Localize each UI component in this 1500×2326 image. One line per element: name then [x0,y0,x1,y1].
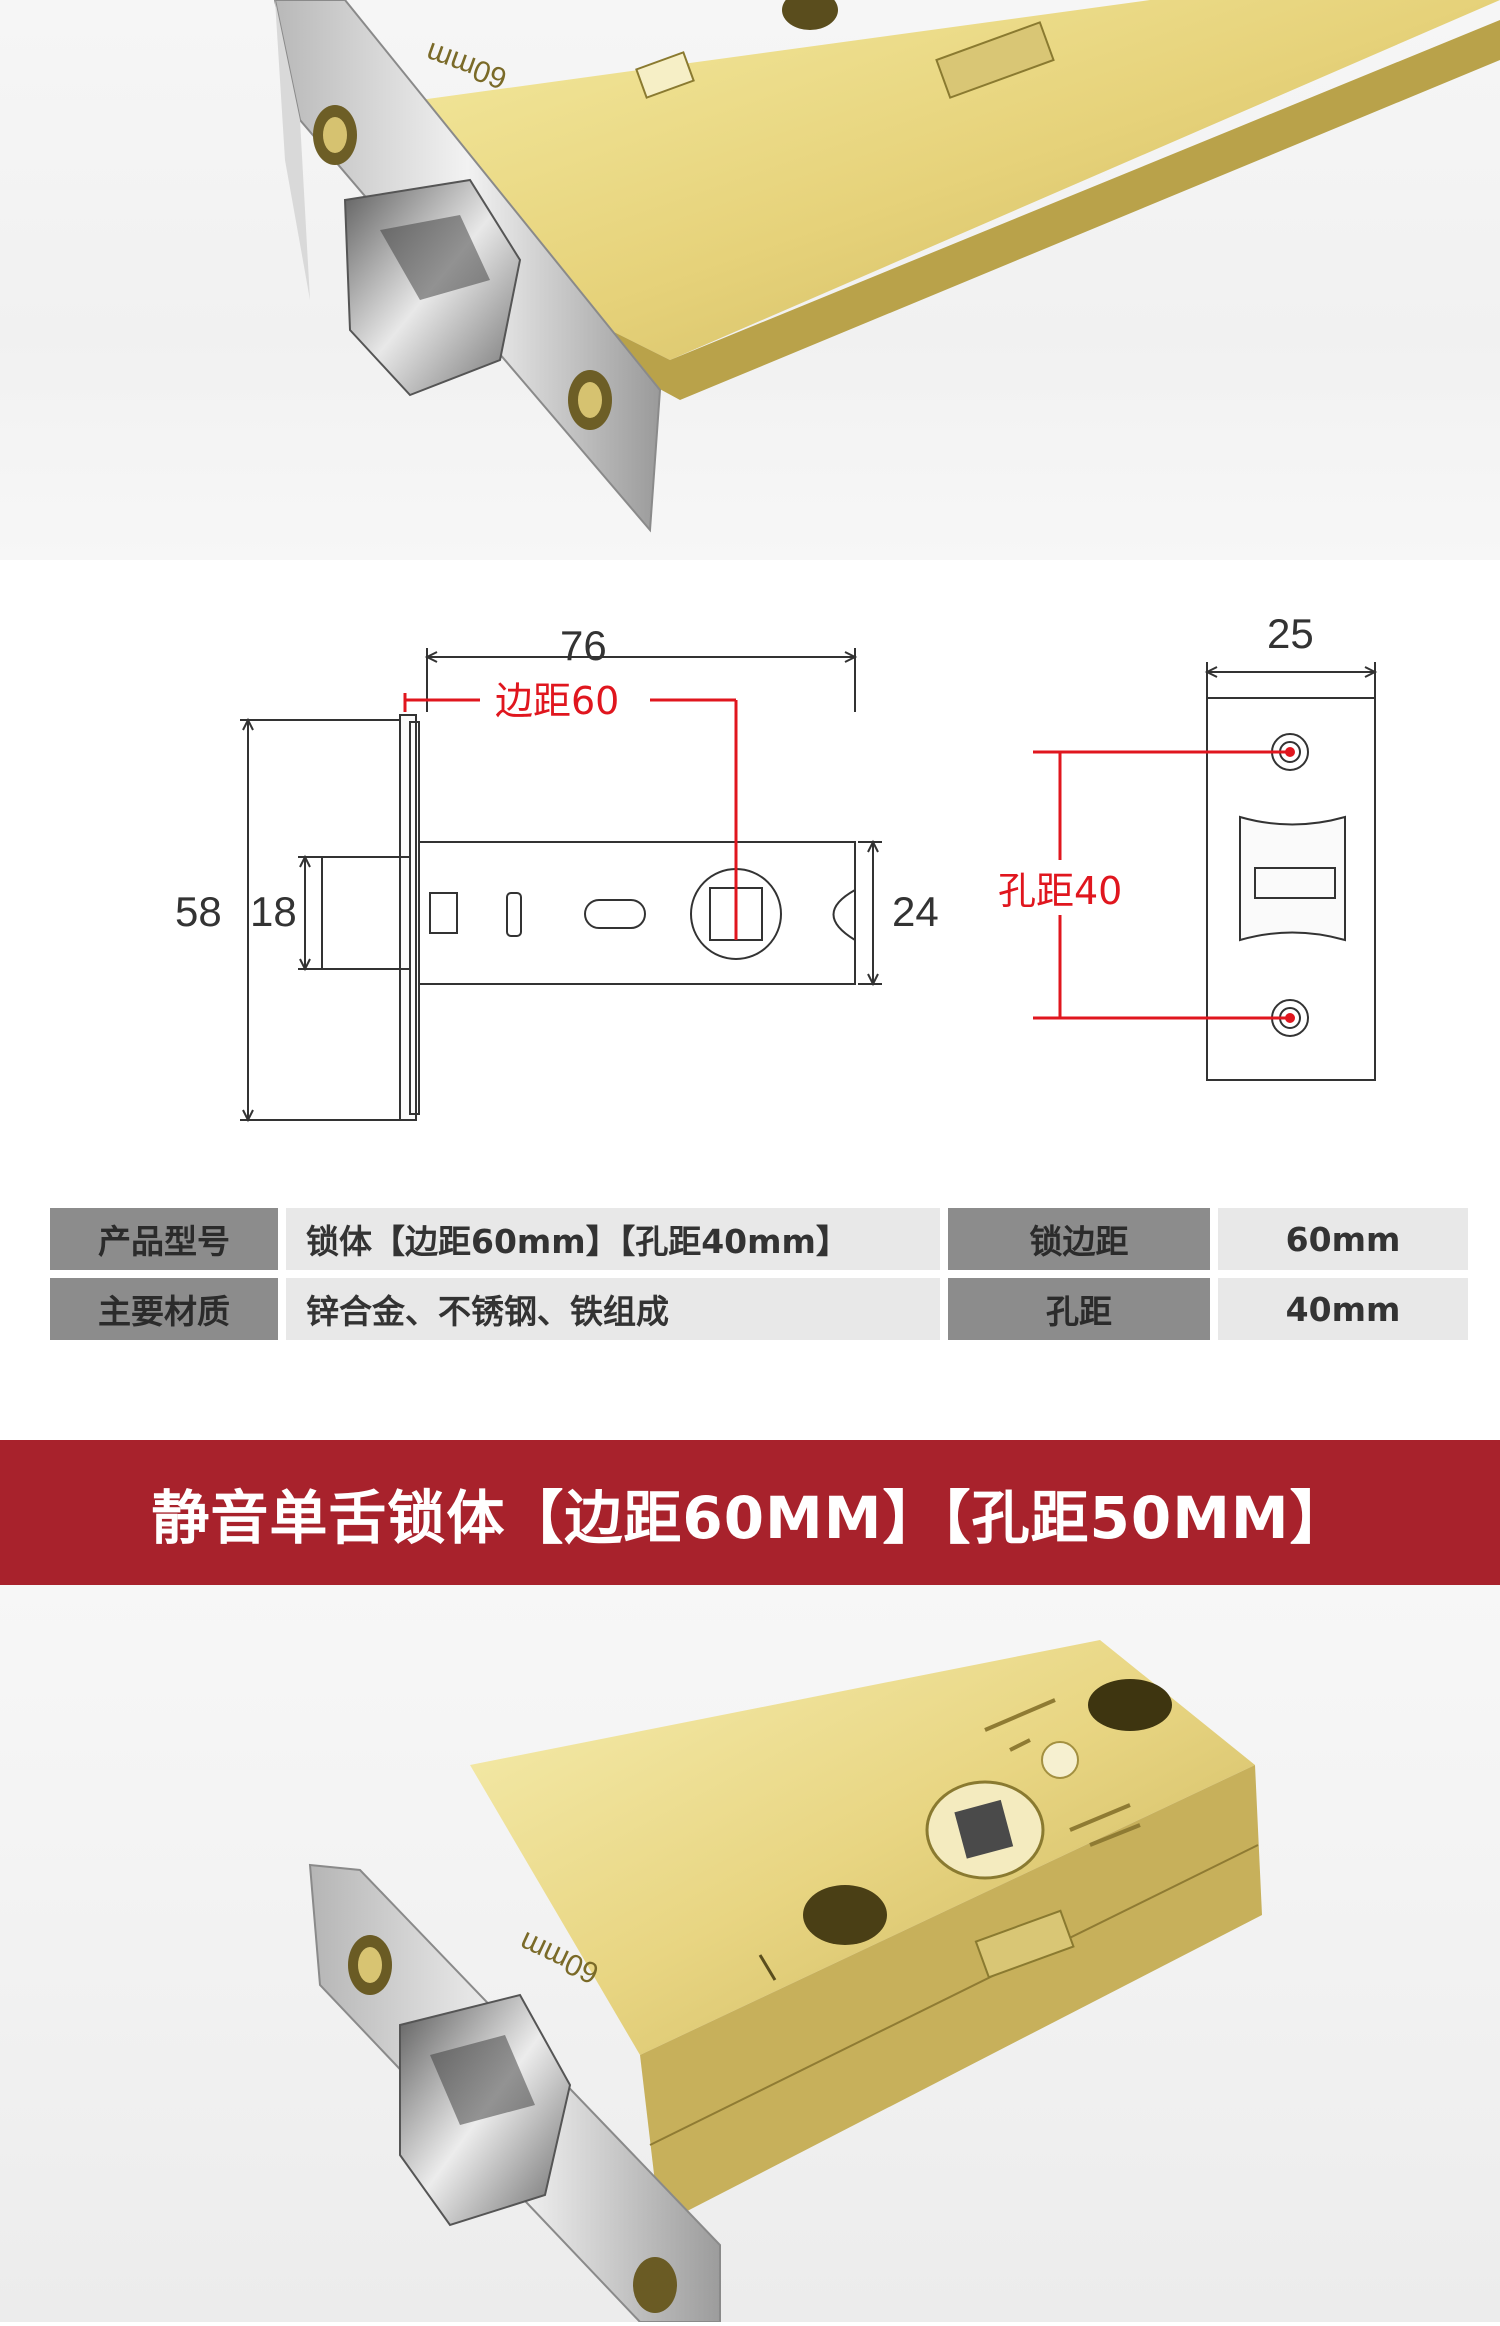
spec-label-model: 产品型号 [50,1208,278,1270]
section-banner: 静音单舌锁体【边距60MM】【孔距50MM】 [0,1440,1500,1585]
top-product-photo: 60mm [0,0,1500,560]
spec-value-material: 锌合金、不锈钢、铁组成 [286,1278,940,1340]
dim-strike-width-label: 25 [1267,610,1314,657]
bottom-product-photo: 60mm [0,1585,1500,2323]
spec-value-backset: 60mm [1218,1208,1468,1270]
spec-label-material: 主要材质 [50,1278,278,1340]
dim-hole-spacing-label: 孔距40 [998,869,1123,913]
table-row: 产品型号 锁体【边距60mm】【孔距40mm】 锁边距 60mm [50,1208,1468,1270]
technical-drawing: 76 边距60 58 18 24 25 孔距40 [0,560,1500,1180]
spec-value-hole-spacing: 40mm [1218,1278,1468,1340]
lock-body-image-bottom [308,1640,1262,2323]
spec-table: 产品型号 锁体【边距60mm】【孔距40mm】 锁边距 60mm 主要材质 锌合… [42,1200,1476,1348]
banner-title: 静音单舌锁体【边距60MM】【孔距50MM】 [151,1483,1349,1552]
spec-label-backset: 锁边距 [948,1208,1210,1270]
dim-faceplate-height-label: 58 [175,888,222,935]
lock-body-image-top [273,0,1500,533]
dim-body-height-label: 24 [892,888,939,935]
spec-label-hole-spacing: 孔距 [948,1278,1210,1340]
spec-value-model: 锁体【边距60mm】【孔距40mm】 [286,1208,940,1270]
dim-backset-label: 边距60 [495,679,620,723]
dimension-drawing [240,648,1378,1123]
dim-length-label: 76 [560,622,607,669]
table-row: 主要材质 锌合金、不锈钢、铁组成 孔距 40mm [50,1278,1468,1340]
dim-latch-height-label: 18 [250,888,297,935]
